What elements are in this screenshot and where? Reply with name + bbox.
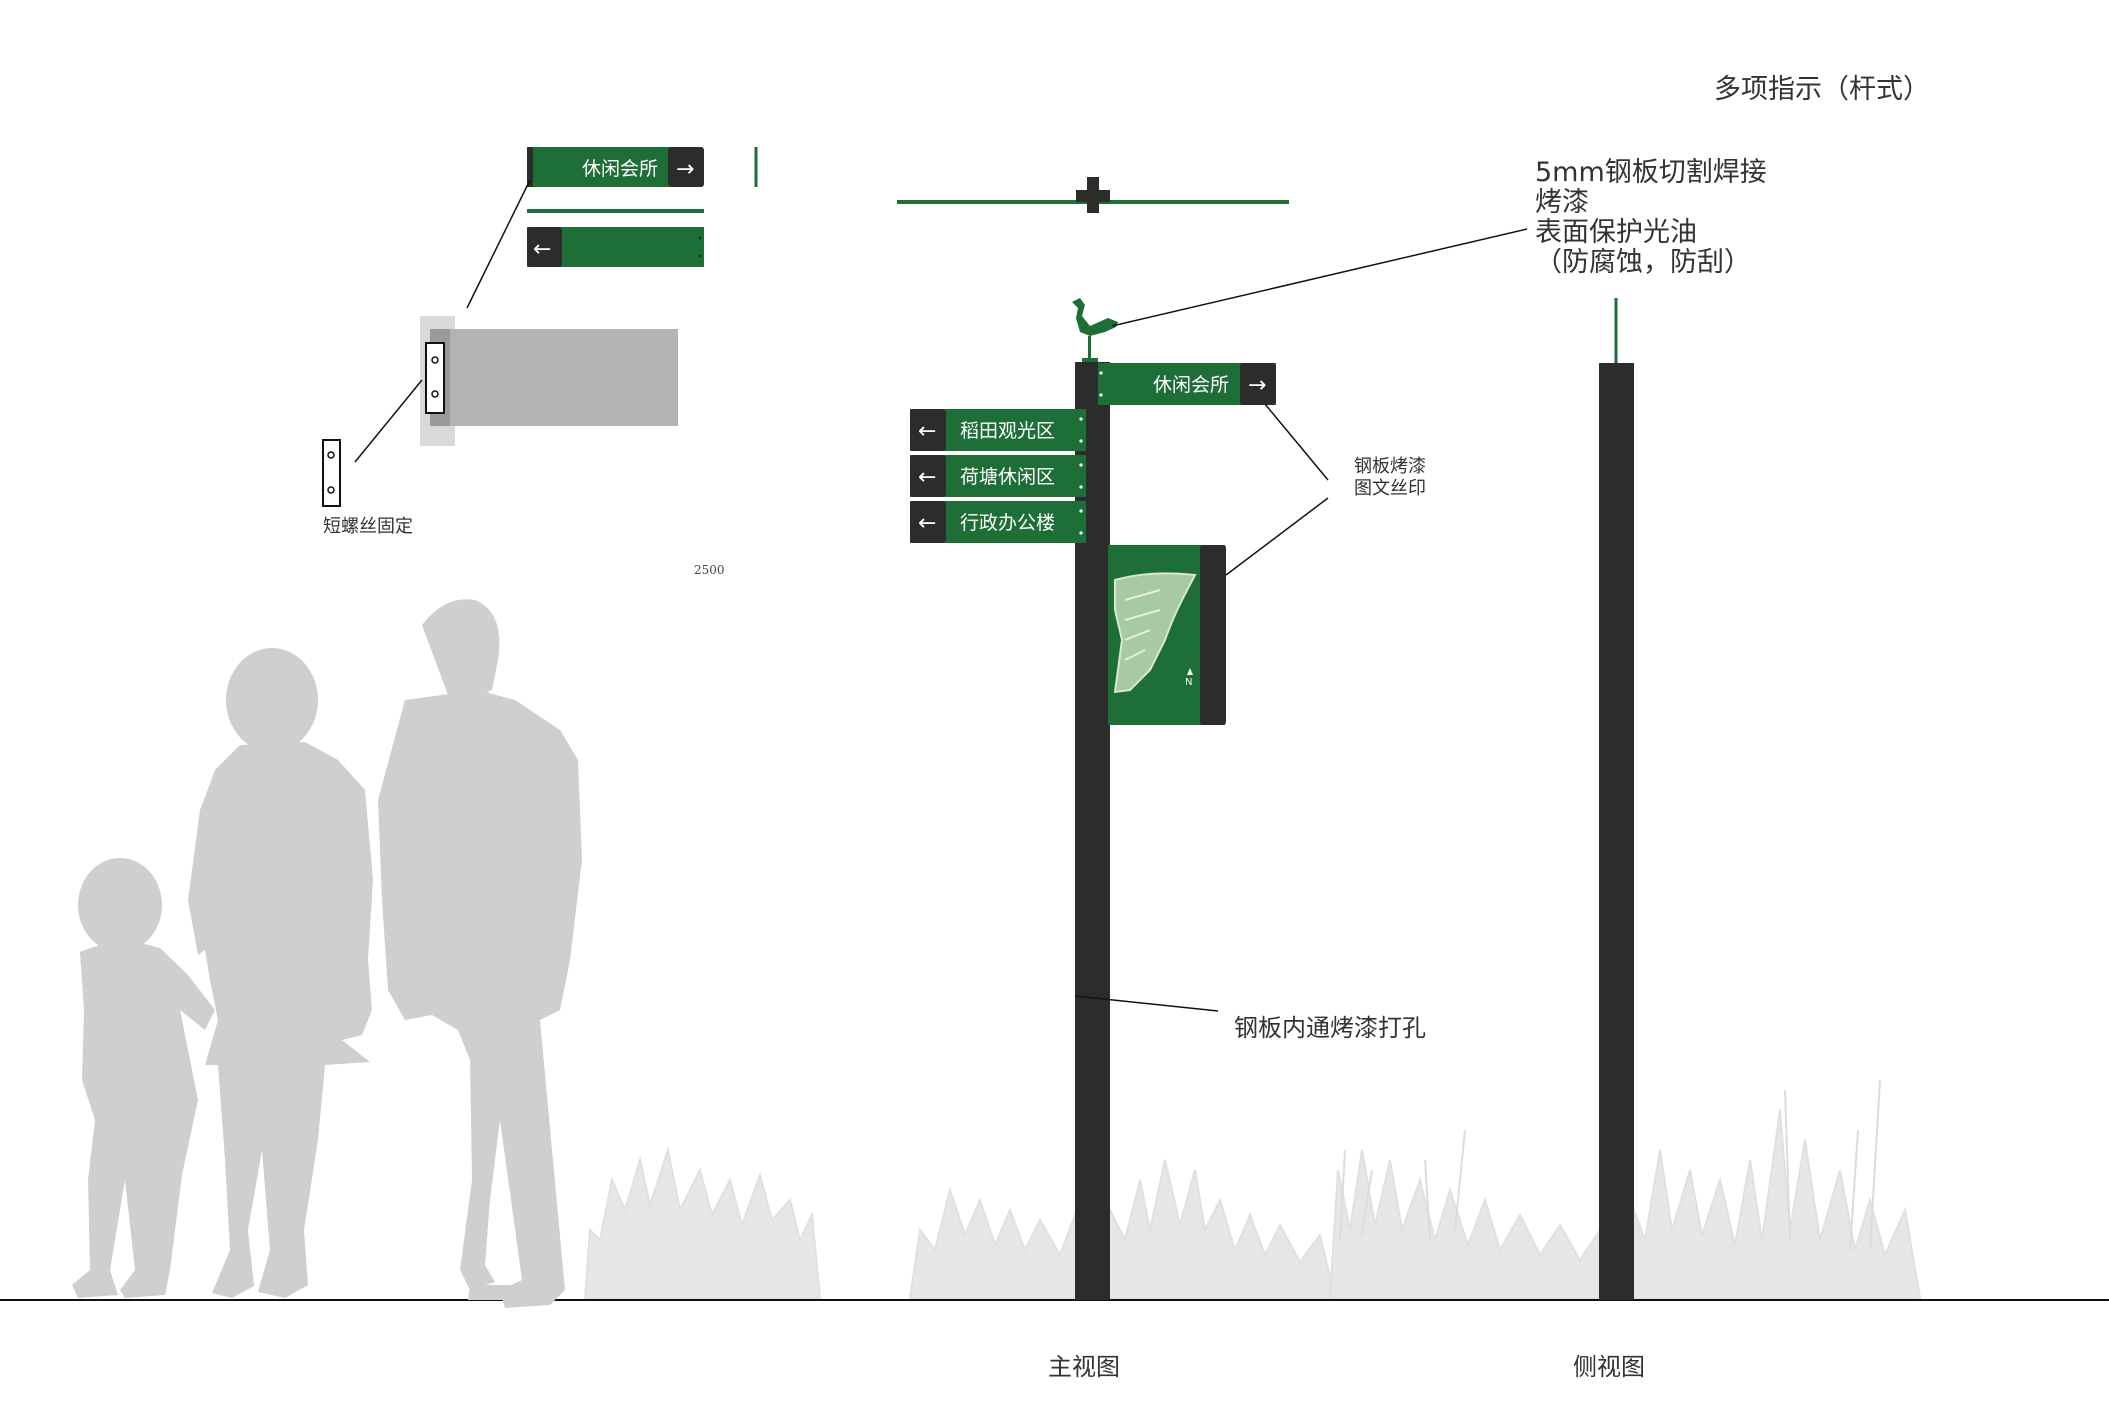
detail-sign-reverse: ←: [527, 227, 704, 267]
arrow-left-icon: ←: [918, 419, 936, 444]
detail-sign-endcap: [668, 147, 704, 187]
sign-label: 休闲会所: [1153, 374, 1229, 396]
direction-sign: ← 行政办公楼: [910, 501, 1086, 543]
arrow-left-icon: ←: [918, 511, 936, 536]
screw-note: 短螺丝固定: [323, 516, 413, 537]
side-view-label: 侧视图: [1573, 1353, 1645, 1381]
bolt-dot: [1099, 393, 1103, 397]
panel-note-line-1: 钢板烤漆: [1354, 456, 1426, 477]
woman-silhouette: [188, 648, 373, 1298]
sign-leader: [1264, 403, 1329, 481]
panel-leader: [1225, 497, 1329, 576]
bolt-dot: [1079, 417, 1083, 421]
bolt-dot: [1079, 531, 1083, 535]
sign-label: 行政办公楼: [960, 512, 1055, 534]
front-view: → 休闲会所 ← 稻田观光区 ← 荷塘休闲区 ← 行政办公楼 N: [910, 228, 1528, 1300]
sign-endcap: [910, 501, 946, 543]
north-arrow-icon: N: [1185, 677, 1192, 688]
people-silhouette: [72, 599, 582, 1308]
man-silhouette: [378, 599, 582, 1308]
spec-note-line-2: 烤漆: [1535, 187, 1589, 218]
direction-sign: → 休闲会所: [1098, 363, 1276, 405]
sign-endcap: [910, 409, 946, 451]
detail-view: 休闲会所 → ←: [322, 147, 758, 507]
child-silhouette: [72, 858, 215, 1298]
bolt-dot: [1099, 371, 1103, 375]
bolt-dot: [1079, 485, 1083, 489]
detail-sign-bracket: [527, 147, 533, 187]
spec-note-line-1: 5mm钢板切割焊接: [1535, 157, 1767, 188]
crane-ornament-icon: [1072, 298, 1118, 362]
crane-leader: [1111, 228, 1528, 327]
panel-note: 钢板烤漆 图文丝印: [1354, 456, 1426, 500]
site-map-graphic: [1113, 572, 1197, 694]
arrow-left-icon: ←: [533, 237, 551, 262]
bolt-dot: [1079, 509, 1083, 513]
sign-label: 稻田观光区: [960, 420, 1055, 442]
side-pole: [1599, 363, 1634, 1300]
spec-note-line-3: 表面保护光油: [1535, 217, 1697, 248]
spec-note: 5mm钢板切割焊接 烤漆 表面保护光油 （防腐蚀，防刮）: [1535, 158, 1767, 278]
screw-leader: [354, 379, 423, 463]
sign-label: 荷塘休闲区: [960, 466, 1055, 488]
sign-endcap: [910, 455, 946, 497]
sign-endcap: [1240, 363, 1276, 405]
panel-note-line-2: 图文丝印: [1354, 478, 1426, 499]
grass-silhouette: [583, 1079, 1922, 1299]
page-title: 多项指示（杆式）: [1714, 74, 1930, 105]
top-view: [897, 177, 1289, 213]
detail-sign-label: 休闲会所: [582, 158, 658, 180]
arrow-left-icon: ←: [918, 465, 936, 490]
detail-leader: [466, 179, 531, 309]
bracket-plate: [425, 342, 445, 414]
detail-sign: 休闲会所 →: [527, 147, 704, 187]
direction-sign: ← 稻田观光区: [910, 409, 1086, 451]
screw-plate: [322, 439, 341, 507]
direction-sign: ← 荷塘休闲区: [910, 455, 1086, 497]
arrow-right-icon: →: [676, 157, 694, 182]
bolt-dot: [1079, 439, 1083, 443]
direction-signs: → 休闲会所 ← 稻田观光区 ← 荷塘休闲区 ← 行政办公楼: [910, 363, 1276, 543]
map-panel: N: [1098, 545, 1226, 725]
pole-note: 钢板内通烤漆打孔: [1234, 1014, 1426, 1042]
spec-note-line-4: （防腐蚀，防刮）: [1535, 247, 1751, 278]
side-view: [1599, 298, 1634, 1300]
front-view-label: 主视图: [1048, 1353, 1120, 1381]
dimension-label: 2500: [694, 563, 725, 577]
bolt-dot: [1079, 463, 1083, 467]
panel-side-view: [445, 329, 678, 426]
pole-leader: [1074, 995, 1219, 1012]
arrow-right-icon: →: [1248, 373, 1266, 398]
